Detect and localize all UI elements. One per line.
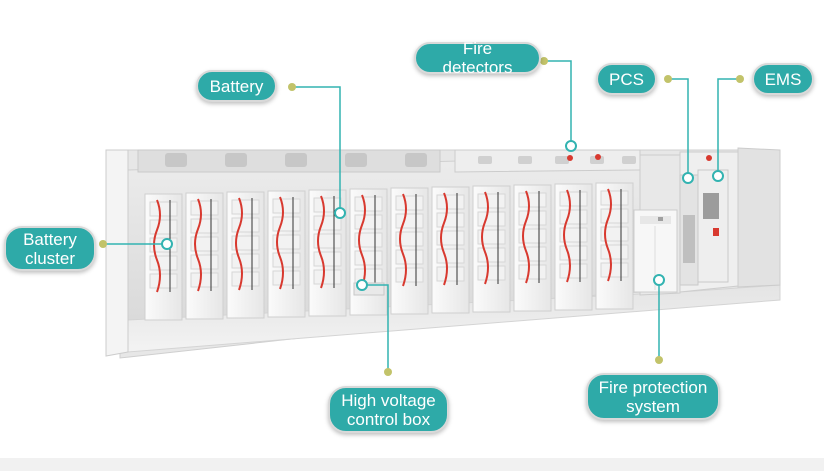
- battery-rack: [513, 184, 552, 312]
- ems-cabinet: [697, 169, 729, 283]
- leader-hv-box: [362, 284, 389, 372]
- battery-cluster-label: Battery cluster: [4, 226, 96, 271]
- leader-battery: [292, 86, 341, 213]
- pcs-label: PCS: [596, 63, 657, 95]
- battery-rack: [185, 192, 224, 320]
- footer-strip: [0, 458, 824, 471]
- leader-lines: [103, 60, 740, 372]
- fire-detectors-label: Fire detectors: [414, 39, 541, 77]
- battery-rack: [267, 190, 306, 318]
- battery-rack: [226, 191, 265, 319]
- battery-rack: [349, 188, 388, 316]
- battery-rack: [595, 182, 634, 310]
- battery-rack: [144, 193, 183, 321]
- fire-detector-beacons: [567, 154, 712, 161]
- target-markers: [161, 140, 724, 291]
- battery-rack: [554, 183, 593, 311]
- battery-label: Battery: [196, 70, 277, 102]
- leader-fire-detectors: [544, 60, 572, 146]
- leader-ems: [717, 78, 740, 176]
- high-voltage-control-box-label: High voltage control box: [328, 386, 449, 433]
- pcs-cabinet: [679, 174, 699, 286]
- battery-rack: [472, 185, 511, 313]
- anchor-dots: [99, 57, 744, 376]
- fire-protection-system-label: Fire protection system: [586, 373, 720, 420]
- fire-protection-cabinet: [633, 209, 678, 293]
- leader-pcs: [668, 78, 689, 178]
- battery-rack: [390, 187, 429, 315]
- battery-rack: [431, 186, 470, 314]
- duct-vents: [165, 153, 636, 167]
- ems-label: EMS: [752, 63, 814, 95]
